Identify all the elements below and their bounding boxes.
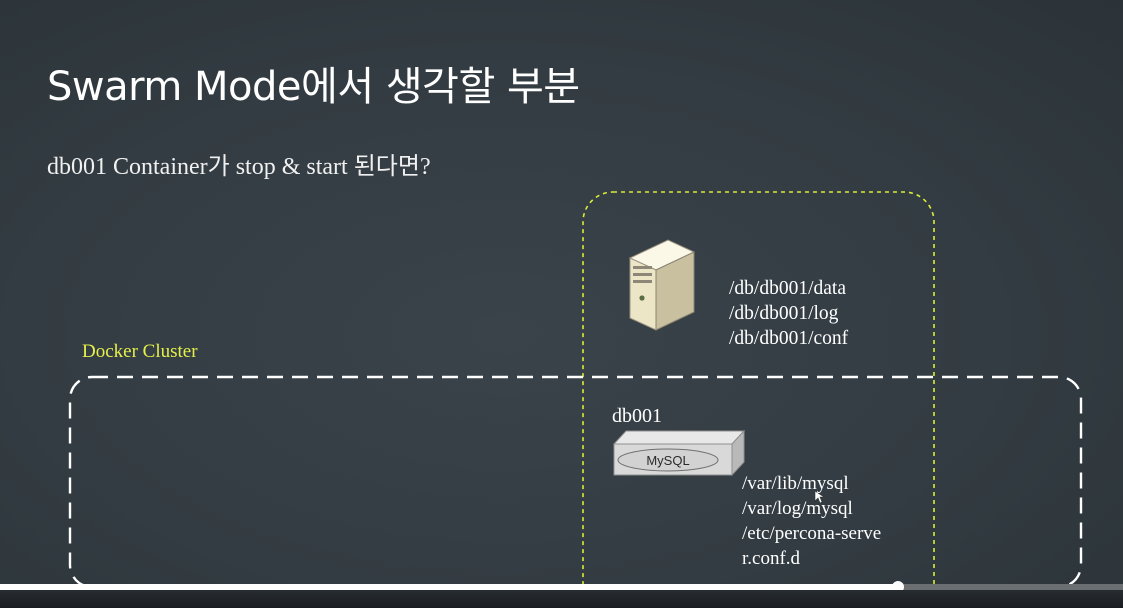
host-path-conf: /db/db001/conf xyxy=(729,328,849,349)
container-box-icon: MySQL xyxy=(612,429,746,477)
slide-title: Swarm Mode에서 생각할 부분 xyxy=(47,64,580,110)
video-player-controls xyxy=(0,590,1123,608)
mouse-cursor-icon xyxy=(814,490,825,504)
host-paths: /db/db001/data /db/db001/log /db/db001/c… xyxy=(729,276,848,351)
slide-subtitle: db001 Container가 stop & start 된다면? xyxy=(47,154,431,180)
host-boundary xyxy=(582,191,935,608)
host-path-data: /db/db001/data xyxy=(729,278,846,299)
container-path-log: /var/log/mysql xyxy=(742,498,853,519)
container-path-lib: /var/lib/mysql xyxy=(742,473,849,494)
container-path-etc-cont: r.conf.d xyxy=(742,548,801,569)
container-name: db001 xyxy=(612,405,662,427)
container-path-etc: /etc/percona-serve xyxy=(742,523,882,544)
video-progress-fill xyxy=(0,584,899,590)
docker-cluster-label: Docker Cluster xyxy=(82,341,198,362)
mysql-label: MySQL xyxy=(646,453,689,468)
server-tower-icon xyxy=(628,239,696,331)
host-path-log: /db/db001/log xyxy=(729,303,839,324)
container-paths: /var/lib/mysql /var/log/mysql /etc/perco… xyxy=(742,471,881,571)
docker-cluster-boundary xyxy=(68,375,1083,589)
